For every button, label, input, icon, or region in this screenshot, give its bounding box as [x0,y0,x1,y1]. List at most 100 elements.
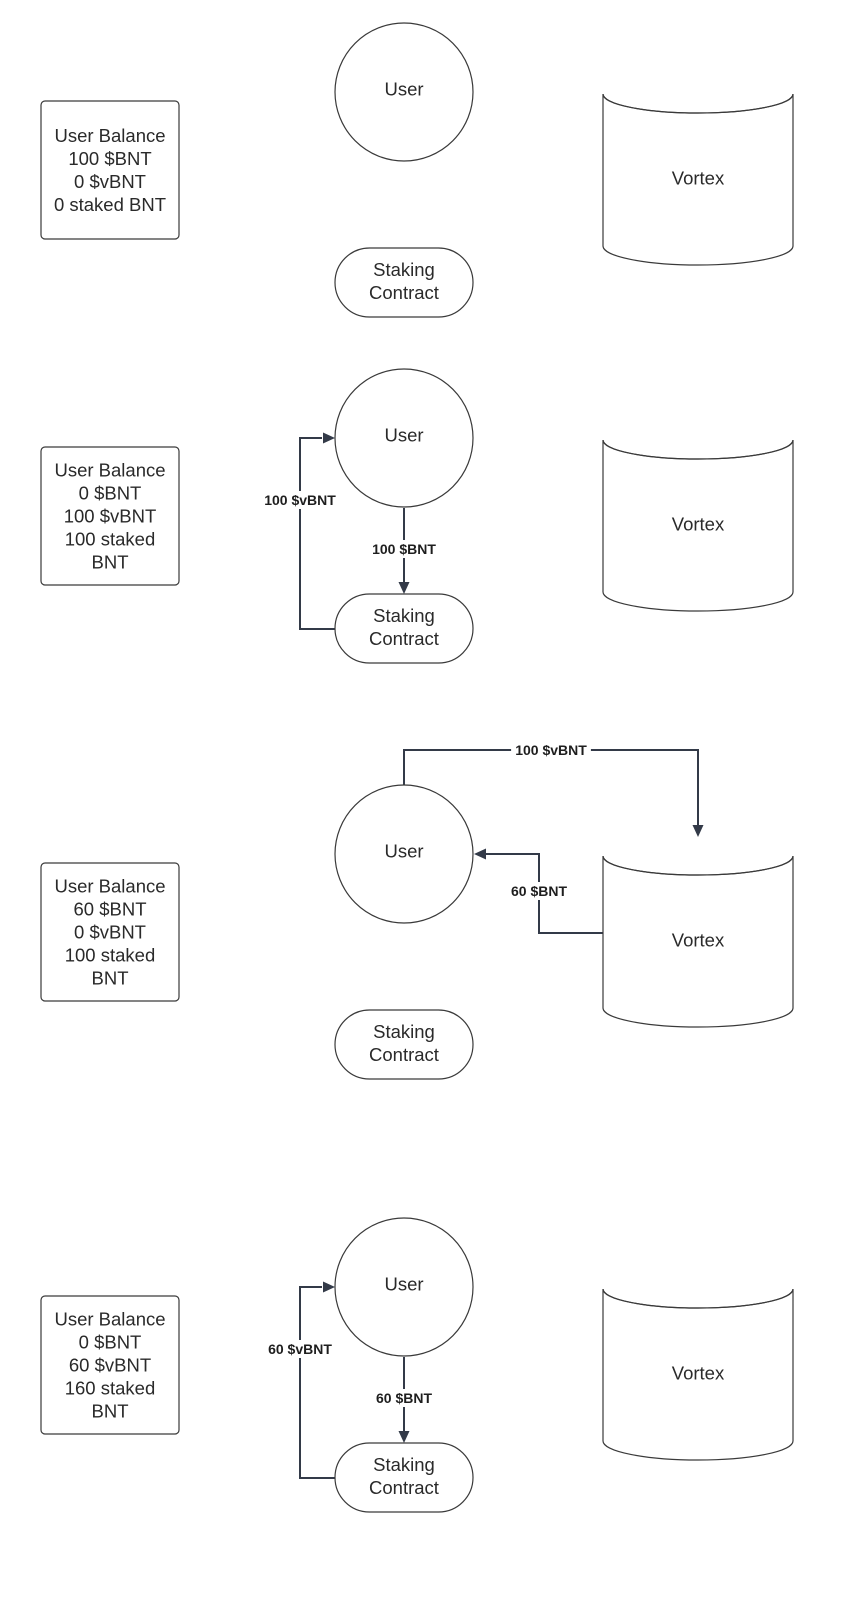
user-node: User [334,784,474,924]
edge-label-background [507,882,571,900]
edge-label-text: 100 $vBNT [515,742,587,758]
edge-user-to-staking-contract: 100 $BNT [368,508,440,594]
edge-label-text: 60 $vBNT [268,1341,332,1357]
vortex-label: Vortex [672,930,725,951]
edge-path [299,437,336,630]
staking-contract-label: Staking [373,605,435,626]
user-node: User [334,22,474,162]
staking-contract-label: Staking [373,1454,435,1475]
vortex-label: Vortex [672,514,725,535]
edge-label: 60 $BNT [507,882,571,900]
user-circle [334,1217,474,1357]
edge-label-background [511,741,591,759]
vortex-node: Vortex [602,93,794,266]
edge-label-background [264,1340,336,1358]
edges: 100 $vBNT 100 $BNT [260,432,440,630]
edge-label-text: 60 $BNT [376,1390,432,1406]
balance-line: 100 staked [65,529,156,550]
balance-line: User Balance [54,460,165,481]
edge-label-text: 60 $BNT [511,883,567,899]
user-node: User [334,1217,474,1357]
arrowhead [323,432,335,444]
balance-line: BNT [92,968,129,989]
staking-contract-pill [334,1442,474,1513]
balance-line: 0 $vBNT [74,171,146,192]
edge-label-background [260,491,340,509]
balance-line: 100 $vBNT [64,506,157,527]
edge-label-text: 100 $vBNT [264,492,336,508]
balance-line: BNT [92,1401,129,1422]
vortex-label: Vortex [672,1363,725,1384]
balance-line: 0 $BNT [79,1332,142,1353]
edge-user-to-staking-contract: 60 $BNT [372,1357,436,1443]
staking-contract-label: Contract [369,282,439,303]
user-label: User [384,425,423,446]
arrowhead [398,1431,410,1443]
edge-staking-contract-to-user: 60 $vBNT [264,1281,336,1479]
balance-line: 60 $BNT [73,899,146,920]
edges: 60 $vBNT 60 $BNT [264,1281,436,1479]
staking-contract-pill [334,1009,474,1080]
balance-box-border [40,1295,180,1435]
staking-contract-label: Contract [369,628,439,649]
user-label: User [384,79,423,100]
edge-label: 60 $vBNT [264,1340,336,1358]
staking-contract-label: Staking [373,259,435,280]
cylinder-rim [602,855,794,876]
edge-label: 60 $BNT [372,1389,436,1407]
cylinder-rim [602,93,794,114]
edge-label-background [368,540,440,558]
arrowhead [323,1281,335,1293]
cylinder-rim [602,1288,794,1309]
staking-contract-pill [334,593,474,664]
edge-user-to-vortex: 100 $vBNT [403,741,704,837]
balance-line: User Balance [54,125,165,146]
balance-line: User Balance [54,1309,165,1330]
balance-line: 60 $vBNT [69,1355,151,1376]
staking-contract-label: Contract [369,1477,439,1498]
edge-label: 100 $BNT [368,540,440,558]
balance-line: 0 $vBNT [74,922,146,943]
balance-line: 0 staked BNT [54,194,166,215]
edge-staking-contract-to-user: 100 $vBNT [260,432,340,630]
user-circle [334,784,474,924]
balance-line: 160 staked [65,1378,156,1399]
user-label: User [384,841,423,862]
balance-box-border [40,446,180,586]
vortex-label: Vortex [672,168,725,189]
balance-line: User Balance [54,876,165,897]
edge-path [299,1286,336,1479]
vortex-node: Vortex [602,855,794,1028]
edge-label-text: 100 $BNT [372,541,436,557]
vortex-node: Vortex [602,439,794,612]
arrowhead [692,825,704,837]
vortex-node: Vortex [602,1288,794,1461]
edge-vortex-to-user: 60 $BNT [474,848,603,934]
edges: 100 $vBNT 60 $BNT [403,741,704,934]
balance-box-border [40,100,180,240]
edge-label: 100 $vBNT [511,741,591,759]
arrowhead [398,582,410,594]
balance-line: 100 $BNT [68,148,151,169]
balance-line: 100 staked [65,945,156,966]
user-circle [334,368,474,508]
balance-line: BNT [92,552,129,573]
user-node: User [334,368,474,508]
staking-contract-label: Contract [369,1044,439,1065]
balance-box-border [40,862,180,1002]
staking-contract-pill [334,247,474,318]
user-label: User [384,1274,423,1295]
staking-contract-label: Staking [373,1021,435,1042]
